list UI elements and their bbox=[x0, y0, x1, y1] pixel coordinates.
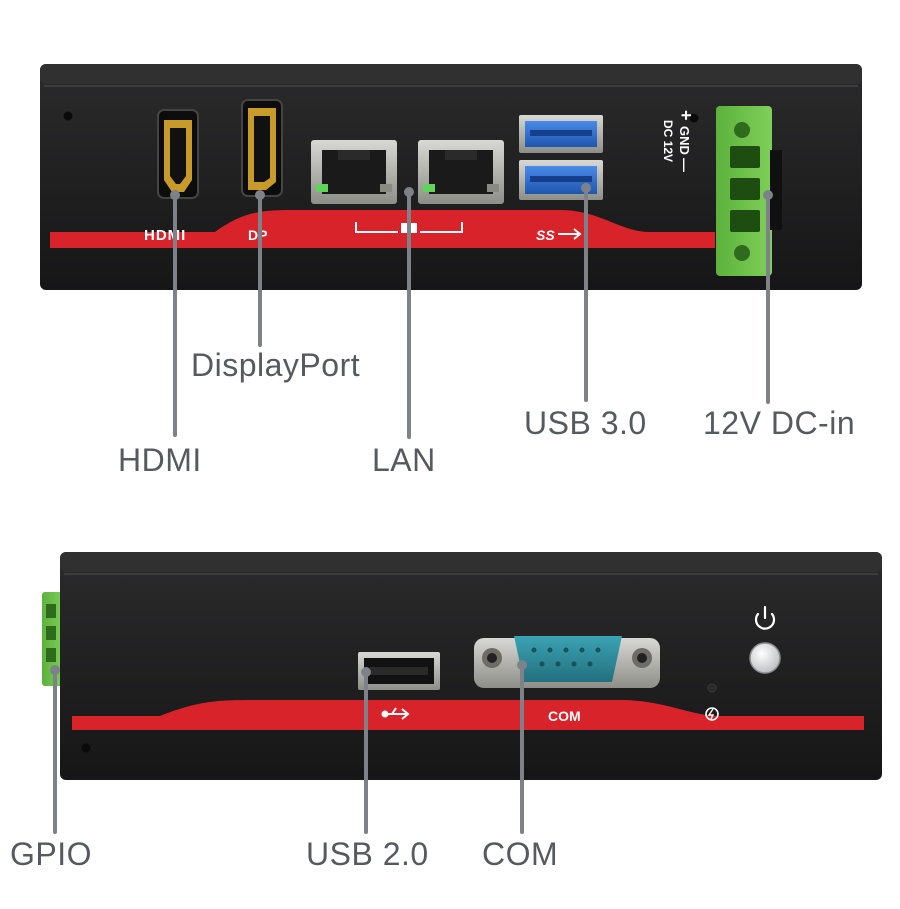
callout-lan: LAN bbox=[372, 442, 436, 478]
dc-plus-silk: + bbox=[676, 110, 696, 121]
callout-com: COM bbox=[482, 836, 559, 872]
svg-text:SS: SS bbox=[536, 227, 555, 243]
hdmi-port bbox=[157, 109, 199, 199]
dc-rating-silk: DC 12V bbox=[661, 120, 675, 162]
dc-terminal-block bbox=[716, 106, 782, 276]
callout-usb2: USB 2.0 bbox=[306, 836, 429, 872]
rear-red-stripe bbox=[72, 700, 864, 730]
front-leader-lines bbox=[170, 183, 773, 439]
com-port bbox=[474, 636, 660, 688]
callout-hdmi: HDMI bbox=[118, 442, 202, 478]
usb3-port-top bbox=[519, 115, 603, 153]
usb-icon bbox=[381, 707, 410, 720]
front-chassis-top-lip bbox=[40, 64, 862, 84]
front-red-stripe bbox=[50, 210, 715, 248]
rear-leader-lines bbox=[50, 660, 527, 834]
dp-silk-label: DP bbox=[248, 227, 267, 243]
callout-usb3: USB 3.0 bbox=[524, 405, 647, 441]
front-screw-left bbox=[63, 111, 73, 121]
power-led bbox=[707, 683, 717, 693]
displayport-port bbox=[241, 99, 283, 197]
rear-chassis-top-lip bbox=[60, 552, 882, 572]
rear-screw bbox=[81, 743, 91, 753]
power-button bbox=[749, 642, 781, 674]
usb2-port bbox=[358, 652, 440, 690]
callout-dc-in: 12V DC-in bbox=[703, 405, 856, 441]
lan-port-2 bbox=[418, 140, 504, 204]
hdmi-silk-label: HDMI bbox=[144, 227, 186, 244]
front-panel: HDMI DP SS bbox=[40, 64, 862, 290]
power-icon bbox=[754, 605, 776, 630]
usb3-icon: SS bbox=[536, 227, 582, 243]
lan-port-1 bbox=[311, 140, 397, 204]
front-screw-right bbox=[689, 113, 699, 123]
rear-panel: COM bbox=[42, 552, 882, 780]
usb3-port-bottom bbox=[519, 160, 603, 200]
callout-displayport: DisplayPort bbox=[191, 347, 361, 383]
com-silk-label: COM bbox=[548, 708, 581, 724]
dc-gnd-silk: GND bbox=[677, 126, 692, 155]
dc-silk-group: + GND — DC 12V bbox=[661, 110, 696, 172]
callout-gpio: GPIO bbox=[10, 836, 93, 872]
dc-minus-silk: — bbox=[677, 158, 693, 172]
power-led-icon bbox=[705, 707, 719, 721]
